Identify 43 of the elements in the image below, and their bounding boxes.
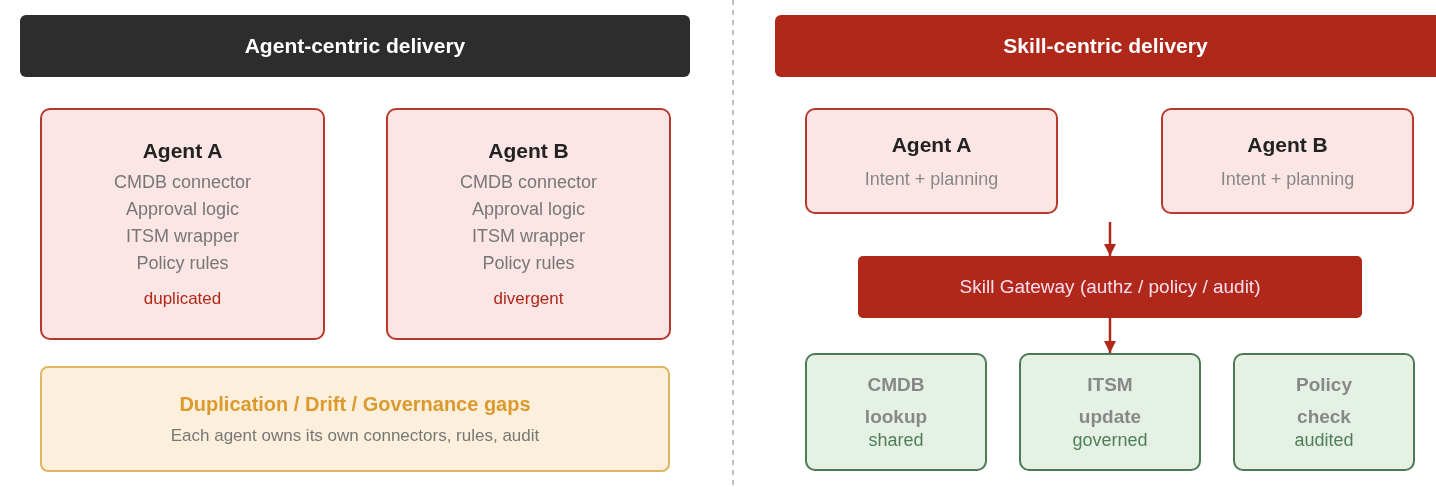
warning-card (40, 366, 670, 472)
skill-action: lookup (864, 405, 928, 428)
skill-action: update (1078, 405, 1142, 428)
skill-action: check (1297, 405, 1351, 428)
skill-name: ITSM (1087, 373, 1133, 396)
header-bar (20, 15, 690, 77)
agent-card (40, 108, 325, 340)
status-note: duplicated (143, 289, 222, 309)
skill-card (805, 353, 987, 471)
skill-status: audited (1294, 429, 1354, 451)
capability-text: Approval logic (471, 198, 586, 221)
skill-status: shared (868, 429, 924, 451)
capability-text: CMDB connector (459, 171, 598, 194)
arrow (1103, 222, 1117, 256)
header-bar (775, 15, 1436, 77)
status-note: divergent (493, 289, 564, 309)
warning-text: Each agent owns its own connectors, rules, audit (170, 425, 540, 446)
agent-name: Agent A (142, 139, 223, 163)
warning-title: Duplication / Drift / Governance gaps (179, 392, 531, 416)
arrow (1103, 318, 1117, 353)
capability-text: Approval logic (125, 198, 240, 221)
capability-text: Policy rules (136, 252, 229, 275)
agent-card (386, 108, 671, 340)
header-title: Skill-centric delivery (1003, 34, 1208, 58)
skill-name: Policy (1296, 373, 1352, 396)
agent-name: Agent B (1247, 132, 1328, 157)
agent-card (805, 108, 1058, 214)
agent-name: Agent A (891, 132, 972, 157)
capability-text: Policy rules (482, 252, 575, 275)
capability-text: ITSM wrapper (472, 225, 585, 248)
capability-text: CMDB connector (113, 171, 252, 194)
skill-card (1233, 353, 1415, 471)
skill-status: governed (1072, 429, 1148, 451)
skill-card (1019, 353, 1201, 471)
skill-name: CMDB (867, 373, 925, 396)
role-text: Intent + planning (1220, 168, 1355, 190)
agent-card (1161, 108, 1414, 214)
gateway-bar (858, 256, 1362, 318)
header-title: Agent-centric delivery (244, 34, 466, 58)
agent-name: Agent B (488, 139, 569, 163)
capability-text: ITSM wrapper (126, 225, 239, 248)
role-text: Intent + planning (864, 168, 999, 190)
gateway-label: Skill Gateway (authz / policy / audit) (959, 276, 1261, 298)
